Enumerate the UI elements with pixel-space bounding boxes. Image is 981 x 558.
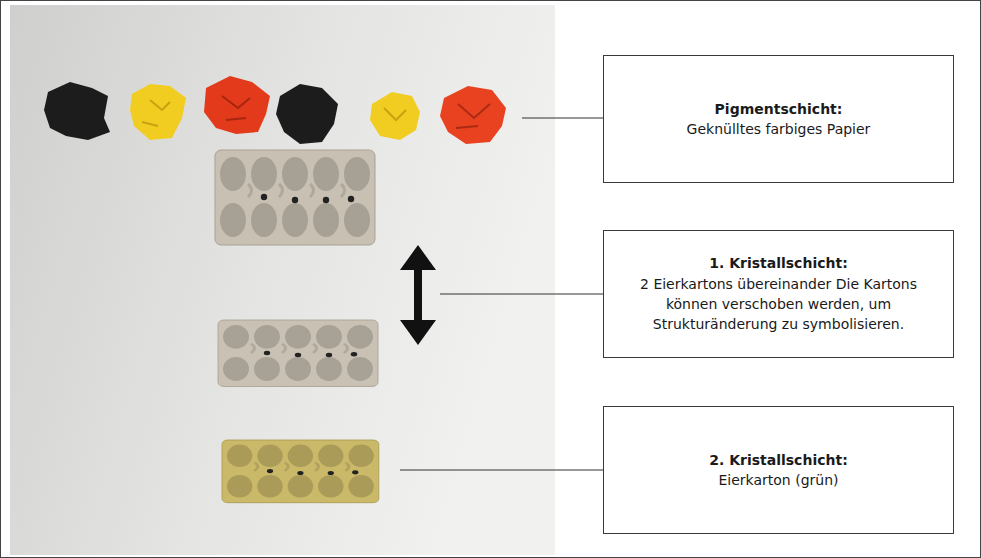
label-box: 1. Kristallschicht:2 Eierkartons überein… (603, 230, 954, 358)
black-paper (276, 84, 338, 144)
yellow-paper (370, 92, 420, 140)
yellow-paper (130, 84, 186, 140)
box-heading: Pigmentschicht: (715, 99, 843, 119)
box-text: Geknülltes farbiges Papier (687, 119, 871, 139)
whiteboard-photo (10, 5, 555, 555)
box-text: 2 Eierkartons übereinander Die Kartons k… (618, 274, 939, 335)
red-paper (204, 76, 270, 134)
box-heading: 1. Kristallschicht: (709, 253, 848, 273)
green-egg-carton (222, 440, 379, 503)
double-arrow (400, 245, 436, 345)
egg-carton (215, 150, 375, 245)
leader-line (522, 118, 603, 119)
leader-line (440, 294, 603, 295)
box-text: Eierkarton (grün) (719, 470, 839, 490)
egg-carton (218, 320, 378, 387)
red-paper (440, 86, 506, 144)
black-paper (44, 82, 110, 140)
label-box: 2. Kristallschicht:Eierkarton (grün) (603, 406, 954, 534)
label-box: Pigmentschicht:Geknülltes farbiges Papie… (603, 55, 954, 183)
leader-line (400, 470, 603, 471)
box-heading: 2. Kristallschicht: (709, 450, 848, 470)
